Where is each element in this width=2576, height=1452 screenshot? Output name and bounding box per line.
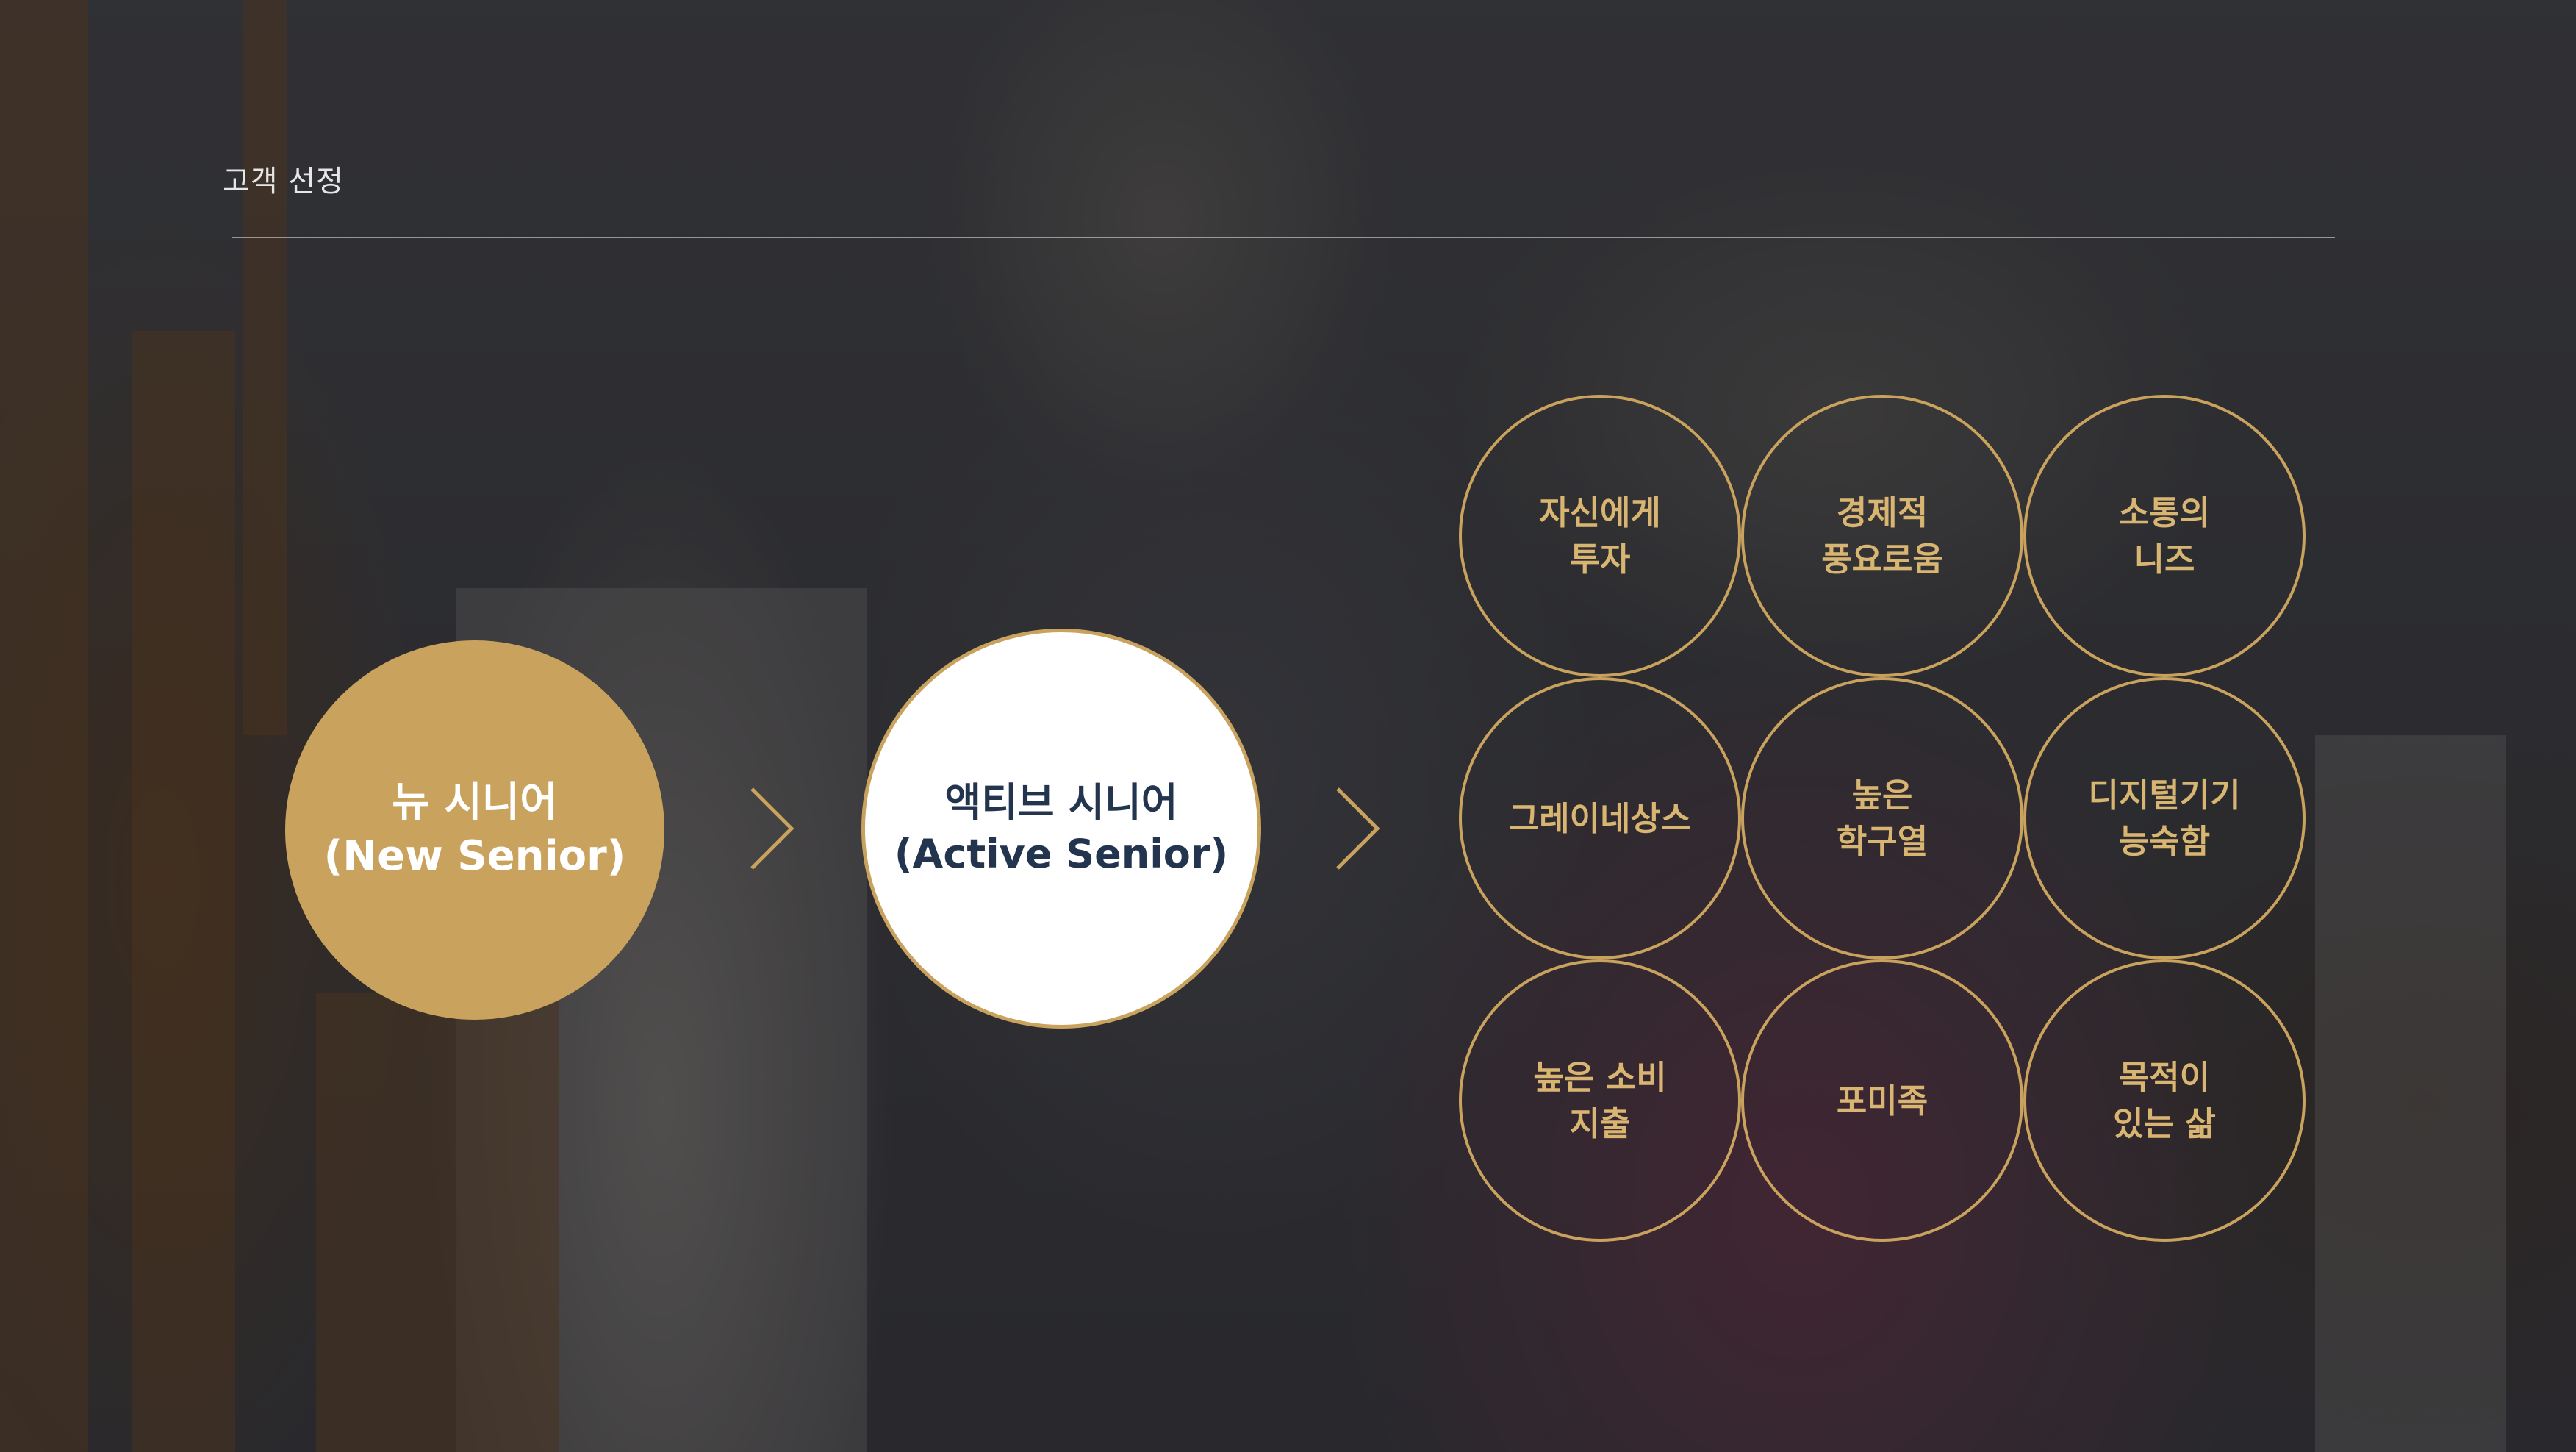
trait-circle-grey-renaissance: 그레이네상스	[1459, 677, 1741, 959]
new-senior-english-label: (New Senior)	[323, 832, 626, 880]
trait-circle-communication-needs: 소통의 니즈	[2023, 395, 2306, 677]
active-senior-english-label: (Active Senior)	[894, 831, 1229, 877]
trait-label: 포미족	[1836, 1081, 1929, 1120]
trait-circle-for-me-tribe: 포미족	[1741, 959, 2023, 1242]
trait-label: 지출	[1569, 1104, 1631, 1143]
trait-label: 투자	[1569, 540, 1631, 579]
trait-label: 높은	[1851, 776, 1913, 815]
trait-circle-high-learning-desire: 높은 학구열	[1741, 677, 2023, 959]
trait-circle-high-spending: 높은 소비 지출	[1459, 959, 1741, 1242]
trait-circle-digital-proficiency: 디지털기기 능숙함	[2023, 677, 2306, 959]
trait-circle-economic-affluence: 경제적 풍요로움	[1741, 395, 2023, 677]
new-senior-label: 뉴 시니어	[392, 779, 558, 827]
active-senior-label: 액티브 시니어	[944, 779, 1178, 826]
trait-circle-self-investment: 자신에게 투자	[1459, 395, 1741, 677]
trait-label: 풍요로움	[1821, 540, 1943, 579]
trait-label: 학구열	[1836, 822, 1929, 861]
trait-label: 그레이네상스	[1508, 798, 1692, 838]
page-title: 고객 선정	[223, 165, 344, 199]
trait-label: 소통의	[2118, 493, 2211, 532]
header-divider	[232, 237, 2335, 238]
trait-label: 경제적	[1836, 493, 1929, 532]
trait-label: 디지털기기	[2088, 776, 2241, 815]
trait-circle-purposeful-life: 목적이 있는 삶	[2023, 959, 2306, 1242]
trait-label: 능숙함	[2118, 822, 2211, 861]
new-senior-circle: 뉴 시니어 (New Senior)	[285, 640, 664, 1020]
trait-label: 니즈	[2134, 540, 2195, 579]
chevron-right-icon	[1336, 787, 1380, 870]
trait-label: 자신에게	[1539, 493, 1661, 532]
active-senior-circle: 액티브 시니어 (Active Senior)	[861, 629, 1261, 1029]
trait-label: 높은 소비	[1533, 1058, 1667, 1097]
chevron-right-icon	[750, 787, 794, 870]
trait-label: 있는 삶	[2113, 1104, 2216, 1143]
trait-label: 목적이	[2118, 1058, 2211, 1097]
